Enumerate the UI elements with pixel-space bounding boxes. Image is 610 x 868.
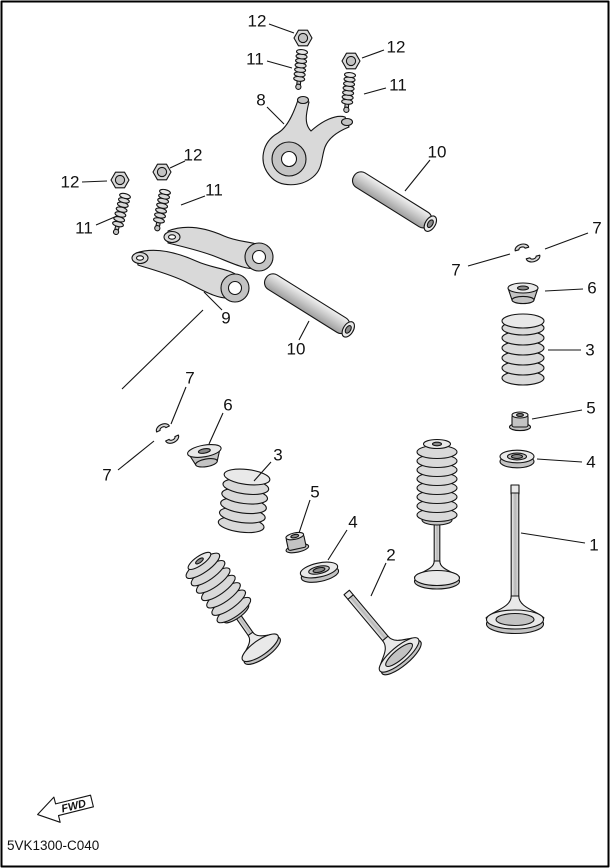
callout-7-13: 7 xyxy=(592,219,601,238)
rocker-arm-8 xyxy=(262,95,354,186)
leader-line-8 xyxy=(266,106,285,125)
leader-line-11 xyxy=(266,60,293,69)
leader-line-7 xyxy=(170,386,187,425)
spring-seat-4-right xyxy=(499,449,535,469)
rocker-arm-assembly-9 xyxy=(131,226,274,303)
callout-12-0: 12 xyxy=(248,12,267,31)
leader-line-7 xyxy=(544,232,589,250)
adjuster-screw-11-d xyxy=(153,188,171,232)
spring-retainer-6-right xyxy=(507,282,539,305)
leader-line-7 xyxy=(467,253,511,267)
spring-retainer-6-left xyxy=(187,443,222,468)
valve-1 xyxy=(485,484,545,635)
leader-line-1 xyxy=(520,532,586,544)
callout-11-9: 11 xyxy=(75,219,93,238)
callout-1-18: 1 xyxy=(589,536,598,555)
callout-5-23: 5 xyxy=(310,483,319,502)
nut-12-a xyxy=(293,29,313,47)
fwd-arrow-label: FWD xyxy=(60,798,87,816)
leader-line-12 xyxy=(361,49,385,59)
callout-6-14: 6 xyxy=(587,279,596,298)
callout-7-19: 7 xyxy=(185,369,194,388)
callout-12-6: 12 xyxy=(184,146,203,165)
callout-12-7: 12 xyxy=(61,173,80,192)
callout-10-5: 10 xyxy=(428,143,447,162)
leader-line-7 xyxy=(117,440,155,471)
leader-line-6 xyxy=(208,412,224,445)
leader-line-2 xyxy=(370,562,387,597)
leader-line-11 xyxy=(95,215,118,226)
valve-spring-3-right xyxy=(501,313,545,386)
callout-12-2: 12 xyxy=(387,38,406,57)
leader-line-12 xyxy=(268,23,295,34)
nut-12-c xyxy=(110,171,130,189)
leader-line-10 xyxy=(404,159,431,192)
leader-line-3 xyxy=(253,461,272,482)
leader-line-5 xyxy=(531,409,583,420)
leader-line-11 xyxy=(180,195,206,206)
leader-line-11 xyxy=(363,87,387,95)
fwd-arrow: FWD xyxy=(37,794,94,823)
callout-7-12: 7 xyxy=(451,261,460,280)
callout-11-1: 11 xyxy=(246,50,264,69)
leader-line-4 xyxy=(327,529,348,561)
leader-line-5 xyxy=(298,499,311,534)
callout-5-16: 5 xyxy=(586,399,595,418)
callout-2-25: 2 xyxy=(386,546,395,565)
adjuster-screw-11-c xyxy=(112,192,131,236)
valve-2 xyxy=(343,589,422,676)
nut-12-b xyxy=(341,52,361,70)
callout-9-10: 9 xyxy=(221,309,230,328)
spring-seat-4-left xyxy=(299,561,340,583)
stem-seal-5-right xyxy=(508,411,532,432)
leader-line-12 xyxy=(169,160,186,169)
callout-10-11: 10 xyxy=(287,340,306,359)
valve-spring-assembly-left xyxy=(185,551,281,665)
leader-line-6 xyxy=(544,288,584,292)
rocker-shaft-10-a xyxy=(351,171,438,232)
part-code: 5VK1300-C040 xyxy=(7,838,99,853)
rocker-shaft-10-b xyxy=(263,273,355,338)
callout-11-3: 11 xyxy=(389,76,407,95)
valve-spring-assembly-right xyxy=(413,438,461,590)
valve-cotter-7-left xyxy=(155,423,180,444)
assembly-reference-line-0 xyxy=(121,309,204,390)
leader-line-4 xyxy=(536,458,583,463)
callout-4-24: 4 xyxy=(348,513,357,532)
valve-cotter-7-right xyxy=(514,243,541,263)
nut-12-d xyxy=(152,163,172,181)
leader-line-12 xyxy=(81,180,108,183)
callout-3-22: 3 xyxy=(273,446,282,465)
callout-8-4: 8 xyxy=(256,91,265,110)
valve-spring-3-left xyxy=(217,468,271,534)
leader-line-9 xyxy=(203,291,223,311)
leader-line-10 xyxy=(298,320,310,341)
callout-11-8: 11 xyxy=(205,181,223,200)
adjuster-screw-11-a xyxy=(293,48,309,90)
callout-6-21: 6 xyxy=(223,396,232,415)
stem-seal-5-left xyxy=(285,531,310,554)
callout-3-15: 3 xyxy=(585,341,594,360)
callout-7-20: 7 xyxy=(102,466,111,485)
callout-4-17: 4 xyxy=(586,453,595,472)
adjuster-screw-11-b xyxy=(341,71,357,113)
